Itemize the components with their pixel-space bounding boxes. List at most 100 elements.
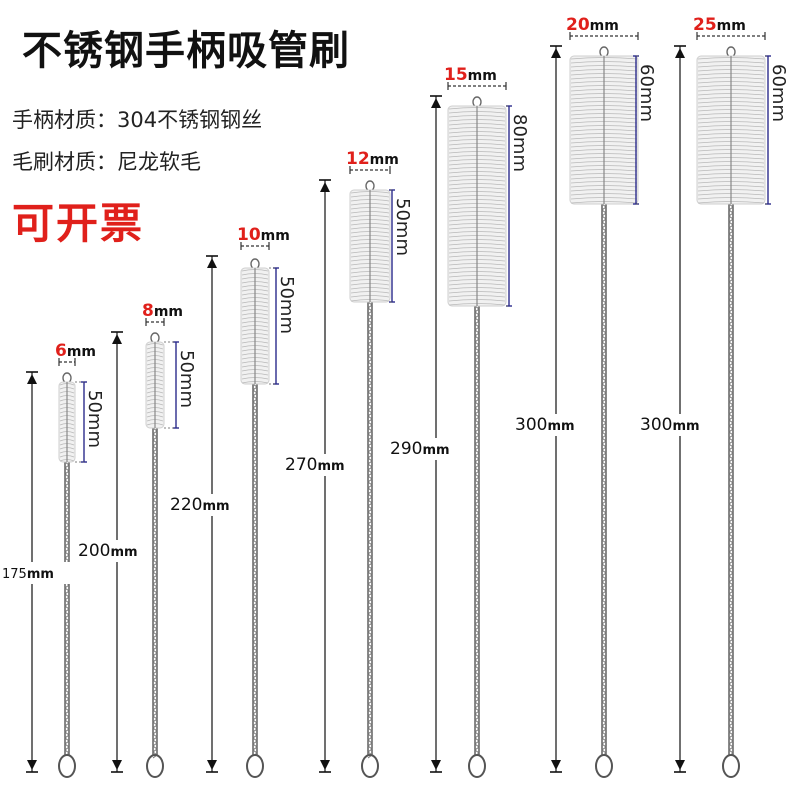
diameter-label: 12mm [346,149,399,169]
handle-loop-icon [595,754,613,778]
total-length-unit: mm [27,567,54,582]
diameter-value: 10 [237,225,261,245]
total-length-label-bg [513,414,585,436]
total-length-label-bg [638,414,710,436]
bristle-material-spec: 毛刷材质：尼龙软毛 [12,146,201,176]
arrow-down-icon [431,760,441,770]
total-length-label-bg [0,562,72,584]
arrow-up-icon [112,334,122,344]
arrow-up-icon [207,258,217,268]
handle-loop-icon [361,754,379,778]
spec-value: 尼龙软毛 [117,150,201,174]
spec-value: 304不锈钢钢丝 [117,108,263,132]
handle-twist [728,203,734,757]
brush-length-label: 50mm [276,276,297,334]
brush-length-label: 60mm [636,64,657,122]
diameter-value: 20 [566,15,590,35]
total-length-value: 300 [515,415,547,435]
arrow-down-icon [675,760,685,770]
spec-label: 毛刷材质： [12,150,117,174]
total-length-label: 175mm [2,567,54,582]
diameter-label: 10mm [237,225,290,245]
diameter-unit: mm [468,68,497,84]
total-length-value: 175 [2,567,27,582]
total-length-value: 300 [640,415,672,435]
diameter-value: 6 [55,341,67,361]
total-length-label-bg [283,454,355,476]
handle-twist [64,461,70,757]
diameter-label: 20mm [566,15,619,35]
handle-twist [474,305,480,757]
arrow-down-icon [112,760,122,770]
diameter-unit: mm [717,18,746,34]
spec-label: 手柄材质： [12,108,117,132]
handle-twist [252,383,258,757]
invoice-available-badge: 可开票 [12,199,145,248]
handle-loop-icon [468,754,486,778]
total-length-unit: mm [672,419,699,434]
total-length-unit: mm [110,545,137,560]
diameter-unit: mm [67,344,96,360]
total-length-label-bg [168,494,240,516]
handle-material-spec: 手柄材质：304不锈钢钢丝 [12,104,262,134]
brush-length-label: 50mm [84,390,105,448]
arrow-up-icon [675,48,685,58]
arrow-down-icon [207,760,217,770]
total-length-label: 300mm [515,415,575,435]
diameter-unit: mm [261,228,290,244]
handle-twist [601,203,607,757]
total-length-unit: mm [317,459,344,474]
total-length-value: 270 [285,455,317,475]
total-length-value: 290 [390,439,422,459]
handle-loop-icon [246,754,264,778]
arrow-up-icon [551,48,561,58]
total-length-label: 220mm [170,495,230,515]
diameter-unit: mm [154,304,183,320]
handle-twist [152,427,158,759]
total-length-value: 200 [78,541,110,561]
diameter-label: 8mm [142,301,183,321]
arrow-down-icon [27,760,37,770]
diameter-value: 15 [444,65,468,85]
arrow-up-icon [320,182,330,192]
total-length-label: 300mm [640,415,700,435]
diameter-label: 15mm [444,65,497,85]
diameter-label: 25mm [693,15,746,35]
total-length-value: 220 [170,495,202,515]
diameter-label: 6mm [55,341,96,361]
total-length-label: 270mm [285,455,345,475]
diameter-value: 25 [693,15,717,35]
total-length-unit: mm [547,419,574,434]
total-length-label: 290mm [390,439,450,459]
diameter-value: 12 [346,149,370,169]
total-length-label: 200mm [78,541,138,561]
brush-length-label: 50mm [176,350,197,408]
total-length-unit: mm [422,443,449,458]
diameter-value: 8 [142,301,154,321]
handle-twist [367,301,373,759]
arrow-down-icon [320,760,330,770]
total-length-label-bg [76,540,148,562]
arrow-up-icon [431,98,441,108]
brush-length-label: 60mm [768,64,789,122]
handle-loop-icon [722,754,740,778]
arrow-up-icon [27,374,37,384]
handle-loop-icon [146,754,164,778]
brush-length-label: 80mm [509,114,530,172]
diameter-unit: mm [590,18,619,34]
arrow-down-icon [551,760,561,770]
diameter-unit: mm [370,152,399,168]
total-length-label-bg [388,438,460,460]
page-title: 不锈钢手柄吸管刷 [22,28,350,74]
total-length-unit: mm [202,499,229,514]
handle-loop-icon [58,754,76,778]
brush-length-label: 50mm [392,198,413,256]
